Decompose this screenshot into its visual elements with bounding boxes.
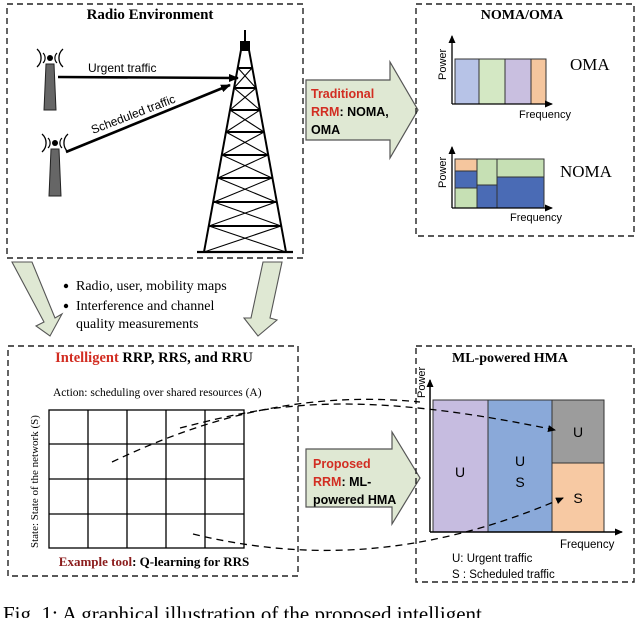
bullet-2 [63,303,69,309]
noma-block-1 [454,158,478,172]
input-item-2b: quality measurements [76,317,198,332]
traditional-rrm-arrow: Traditional RRM: NOMA, OMA [305,59,419,161]
hma-frequency-label: Frequency [560,539,615,551]
noma-chart: Power Frequency NOMA [437,146,613,224]
hma-u2-text: U [573,424,583,440]
oma-frequency-label: Frequency [519,109,571,121]
scheduled-traffic-label: Scheduled traffic [89,92,177,137]
urgent-traffic-arrow [57,73,239,82]
urgent-traffic-label: Urgent traffic [88,61,156,75]
hma-legend-u: U: Urgent traffic [452,553,533,565]
noma-label: NOMA [560,162,613,181]
antenna-urgent-icon [36,48,64,111]
input-item-2a: Interference and channel [76,299,214,314]
cell-tower-icon [197,30,293,254]
dashed-curve-3 [192,497,564,552]
q-table-grid [48,409,245,549]
state-label: State: State of the network (S) [29,415,41,548]
left-down-arrow [11,261,64,337]
noma-oma-border [415,3,635,237]
hma-block-us [487,399,553,533]
hma-us-u-text: U [515,453,525,469]
traditional-line3: OMA [311,123,340,137]
proposed-rrm-arrow: Proposed RRM: ML- powered HMA [305,429,421,527]
noma-block-7 [496,176,545,209]
input-list: Radio, user, mobility maps Interference … [63,279,227,332]
radio-environment-title: Radio Environment [87,7,214,23]
noma-block-3 [454,187,478,209]
noma-block-4 [476,158,498,186]
traditional-line1: Traditional [311,87,374,101]
oma-chart: Power Frequency OMA [437,35,610,121]
antenna-scheduled-icon [41,133,69,197]
traditional-line2: RRM: NOMA, [311,105,389,119]
figure-caption: Fig. 1: A graphical illustration of the … [3,602,482,618]
oma-block-4 [530,58,547,105]
bullet-1 [63,283,69,289]
example-tool-label: Example tool: Q-learning for RRS [59,554,249,569]
hma-block-u-shared [551,399,605,464]
oma-block-2 [478,58,506,105]
intelligent-border [7,345,299,577]
proposed-line3: powered HMA [313,493,396,507]
hma-power-label: Power [416,366,428,398]
intelligent-panel: Intelligent RRP, RRS, and RRU Action: sc… [7,345,299,577]
hma-s-text: S [573,490,582,506]
noma-power-label: Power [437,156,449,188]
hma-panel: ML-powered HMA U U S U S Power Frequency… [415,345,635,583]
hma-u1-text: U [455,464,465,480]
input-item-1: Radio, user, mobility maps [76,279,227,294]
oma-label: OMA [570,55,610,74]
noma-oma-panel: NOMA/OMA Power Frequency OMA Power Fre [415,3,635,237]
radio-environment-border [6,3,304,259]
oma-block-3 [504,58,532,105]
oma-block-1 [454,58,480,105]
radio-environment-panel: Radio Environment Urgent traffic Schedul… [6,3,304,259]
oma-power-label: Power [437,48,449,80]
intelligent-title: Intelligent RRP, RRS, and RRU [55,350,253,366]
noma-block-5 [476,184,498,209]
input-arrows [11,261,283,337]
hma-block-s [551,462,605,533]
hma-us-s-text: S [515,474,524,490]
noma-block-2 [454,170,478,189]
hma-border [415,345,635,583]
proposed-line2: RRM: ML- [313,475,371,489]
proposed-line1: Proposed [313,457,371,471]
scheduled-traffic-arrow [65,83,231,154]
noma-frequency-label: Frequency [510,212,562,224]
hma-title: ML-powered HMA [452,351,569,366]
action-label: Action: scheduling over shared resources… [53,387,262,399]
noma-oma-title: NOMA/OMA [481,8,564,23]
hma-legend-s: S : Scheduled traffic [452,569,555,581]
noma-block-6 [496,158,545,178]
right-down-arrow [242,261,283,337]
